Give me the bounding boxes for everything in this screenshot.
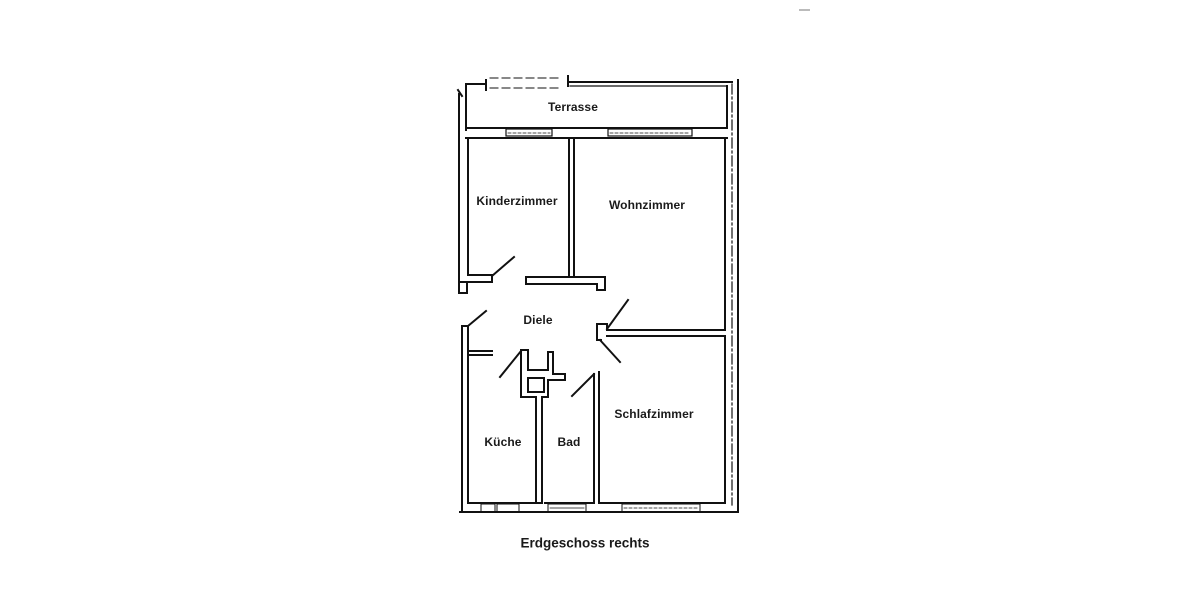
door-swing-schlafzimmer bbox=[598, 338, 622, 364]
partition-kinder-wohn bbox=[568, 137, 575, 277]
kueche-walls bbox=[461, 309, 541, 511]
exterior-wall-bottom bbox=[459, 503, 739, 513]
corridor-stub-wall bbox=[525, 276, 606, 291]
terrace-windows bbox=[505, 128, 693, 137]
exterior-wall-right bbox=[731, 79, 739, 513]
door-swing-bad bbox=[570, 372, 596, 398]
door-swing-diele-left bbox=[466, 309, 488, 328]
room-label-kinderzimmer: Kinderzimmer bbox=[476, 194, 558, 208]
door-swing-kueche bbox=[498, 349, 523, 379]
terrace-outline bbox=[456, 75, 733, 281]
wohnzimmer-walls bbox=[596, 137, 726, 364]
door-swing-wohnzimmer bbox=[605, 298, 630, 331]
schlafzimmer-walls bbox=[598, 335, 726, 504]
room-label-bad: Bad bbox=[557, 435, 581, 449]
room-label-schlafzimmer: Schlafzimmer bbox=[614, 407, 694, 421]
room-label-wohnzimmer: Wohnzimmer bbox=[608, 198, 686, 212]
shaft-and-bad-walls bbox=[498, 349, 600, 504]
room-label-diele: Diele bbox=[523, 313, 553, 327]
door-swing-kinderzimmer bbox=[490, 255, 516, 278]
room-label-terrasse: Terrasse bbox=[548, 100, 598, 114]
floor-caption: Erdgeschoss rechts bbox=[520, 535, 650, 551]
room-label-kueche: Küche bbox=[484, 435, 522, 449]
scan-artifact-mark bbox=[799, 9, 810, 11]
kinderzimmer-walls bbox=[458, 137, 516, 294]
